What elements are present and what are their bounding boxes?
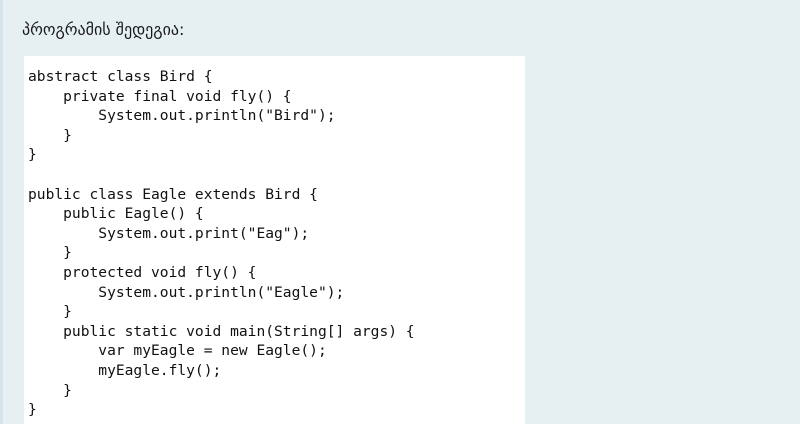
code-text: abstract class Bird { private final void… [28,68,415,419]
question-prompt: პროგრამის შედეგია: [22,20,185,39]
code-snippet: abstract class Bird { private final void… [24,56,525,424]
